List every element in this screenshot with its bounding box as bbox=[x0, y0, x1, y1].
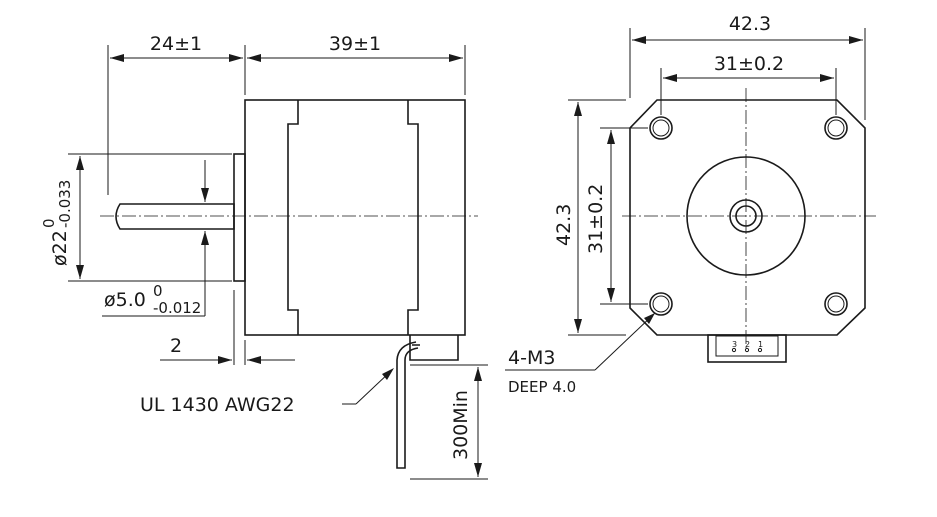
mount-hole bbox=[824, 116, 848, 140]
shaft-diameter-dim: ø5.0 0 -0.012 bbox=[104, 282, 201, 317]
svg-text:0: 0 bbox=[40, 218, 58, 228]
mount-hole bbox=[649, 292, 673, 316]
hole-depth-label: DEEP 4.0 bbox=[508, 378, 576, 396]
hole-spacing-h-dim: 31±0.2 bbox=[714, 53, 784, 75]
svg-text:0: 0 bbox=[153, 282, 163, 300]
svg-text:ø22: ø22 bbox=[49, 230, 71, 266]
connector-pin-label: 3 bbox=[732, 340, 737, 349]
cable-wire bbox=[396, 341, 419, 469]
shaft-length-dim: 24±1 bbox=[150, 33, 202, 55]
boss-height-dim: 2 bbox=[170, 335, 182, 357]
front-view: 3 2 1 42.3 31±0.2 42.3 bbox=[505, 13, 876, 396]
shaft-circle-outer bbox=[729, 199, 763, 233]
mount-hole bbox=[824, 292, 848, 316]
mount-hole bbox=[649, 116, 673, 140]
shaft-circle-inner bbox=[735, 205, 757, 227]
connector: 3 2 1 bbox=[707, 334, 787, 363]
cable-spec-label: UL 1430 AWG22 bbox=[140, 394, 295, 416]
flange-width-dim: 42.3 bbox=[729, 13, 771, 35]
svg-text:-0.012: -0.012 bbox=[153, 299, 201, 317]
side-view: 24±1 39±1 ø22 0 -0.033 ø5.0 0 -0.012 bbox=[40, 33, 488, 480]
boss-diameter-dim: ø22 0 -0.033 bbox=[40, 180, 74, 266]
svg-text:ø5.0: ø5.0 bbox=[104, 289, 146, 311]
shaft-outline bbox=[115, 203, 235, 230]
motor-body bbox=[244, 99, 466, 336]
flange-height-dim: 42.3 bbox=[553, 204, 575, 246]
svg-text:-0.033: -0.033 bbox=[56, 180, 74, 228]
body-length-dim: 39±1 bbox=[329, 33, 381, 55]
body-inner-profile bbox=[287, 100, 419, 335]
flange-outline bbox=[629, 99, 866, 336]
mount-holes-label: 4-M3 bbox=[508, 347, 555, 369]
hole-spacing-v-dim: 31±0.2 bbox=[585, 184, 607, 254]
cable-length-dim: 300Min bbox=[450, 390, 472, 460]
connector-pin-label: 2 bbox=[745, 340, 750, 349]
boss-outline bbox=[233, 153, 246, 282]
connector-pin-label: 1 bbox=[758, 340, 763, 349]
cable-exit bbox=[409, 335, 459, 361]
boss-circle bbox=[686, 156, 806, 276]
mount-holes bbox=[649, 116, 848, 316]
